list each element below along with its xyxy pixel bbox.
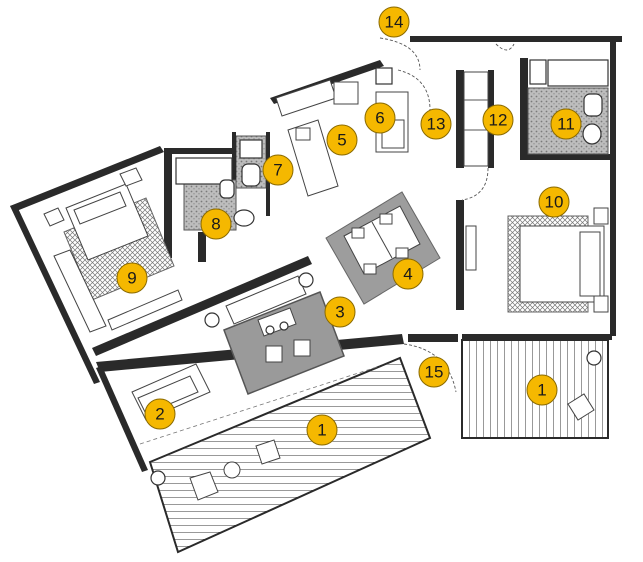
svg-text:10: 10 xyxy=(545,193,564,212)
balcony-left xyxy=(148,356,432,554)
room-marker: 2 xyxy=(144,398,176,430)
room-marker: 1 xyxy=(526,374,558,406)
kitchen xyxy=(275,67,431,197)
bathroom-11 xyxy=(527,59,609,155)
room-marker: 8 xyxy=(200,208,232,240)
room-marker: 15 xyxy=(418,356,450,388)
svg-text:11: 11 xyxy=(557,115,575,134)
svg-text:15: 15 xyxy=(425,363,444,382)
room-marker: 3 xyxy=(324,296,356,328)
living xyxy=(204,272,345,395)
entry-door xyxy=(379,37,515,71)
room-marker: 12 xyxy=(482,104,514,136)
room-markers: 1 1 2 3 4 5 6 7 8 9 10 11 12 13 14 xyxy=(116,6,582,446)
room-marker: 6 xyxy=(364,102,396,134)
svg-text:8: 8 xyxy=(211,215,220,234)
svg-text:2: 2 xyxy=(155,405,164,424)
svg-text:9: 9 xyxy=(127,269,136,288)
svg-text:1: 1 xyxy=(317,421,326,440)
svg-text:12: 12 xyxy=(489,111,508,130)
room-marker: 9 xyxy=(116,262,148,294)
room-marker: 10 xyxy=(538,186,570,218)
room-marker: 5 xyxy=(326,124,358,156)
svg-text:14: 14 xyxy=(385,13,404,32)
bedroom-10 xyxy=(465,207,609,313)
svg-text:6: 6 xyxy=(375,109,384,128)
room-marker: 7 xyxy=(262,154,294,186)
room-marker: 4 xyxy=(392,258,424,290)
wardrobe xyxy=(461,71,489,201)
svg-text:4: 4 xyxy=(403,265,412,284)
room-marker: 1 xyxy=(306,414,338,446)
room-marker: 11 xyxy=(550,108,582,140)
dining xyxy=(325,191,441,305)
svg-text:3: 3 xyxy=(335,303,344,322)
svg-text:7: 7 xyxy=(273,161,282,180)
room-marker: 13 xyxy=(420,108,452,140)
svg-text:13: 13 xyxy=(427,115,446,134)
svg-text:5: 5 xyxy=(337,131,346,150)
room-marker: 14 xyxy=(378,6,410,38)
bathroom-8 xyxy=(164,148,255,262)
svg-text:1: 1 xyxy=(537,381,546,400)
